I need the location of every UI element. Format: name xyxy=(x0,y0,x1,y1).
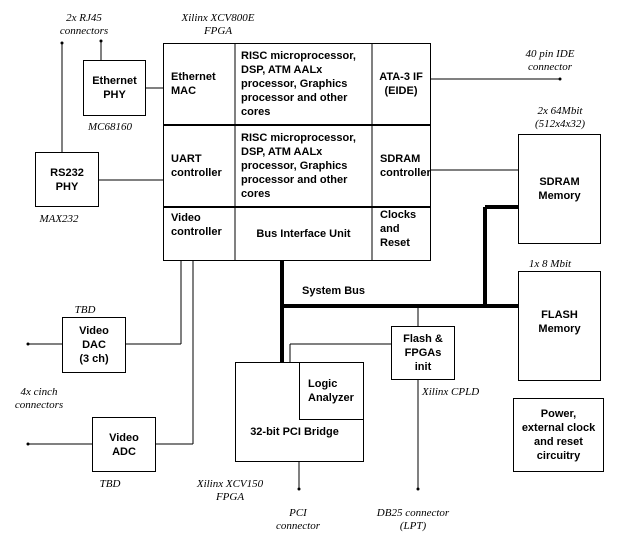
connector-dot-adc xyxy=(26,442,30,446)
ethernet-phy-block: Ethernet PHY xyxy=(83,60,146,116)
cell-uart: UART controller xyxy=(171,153,222,179)
note-xcv150: Xilinx XCV150 FPGA xyxy=(196,478,264,503)
note-ide: 40 pin IDE connector xyxy=(525,48,575,73)
note-pci-connector: PCI connector xyxy=(276,507,320,532)
cell-ata: ATA-3 IF (EIDE) xyxy=(379,71,423,97)
sdram-memory-block: SDRAM Memory xyxy=(518,134,601,244)
note-tbd-adc: TBD xyxy=(99,478,121,490)
cell-ethernet-mac: Ethernet MAC xyxy=(171,71,216,97)
video-adc-block: Video ADC xyxy=(92,417,156,472)
note-cinch: 4x cinch connectors xyxy=(14,386,64,411)
flash-init-block: Flash & FPGAs init xyxy=(391,326,455,380)
connector-dot-pci xyxy=(297,487,301,491)
connector-dot-db25 xyxy=(416,487,420,491)
fpga-block xyxy=(163,43,431,261)
connector-dot-rj45 xyxy=(99,39,103,43)
cell-clocks-reset: Clocks and Reset xyxy=(380,209,417,249)
rs232-phy-block: RS232 PHY xyxy=(35,152,99,207)
cell-risc-mid: RISC microprocessor, DSP, ATM AALx proce… xyxy=(241,132,356,200)
flash-memory-block: FLASH Memory xyxy=(518,271,601,381)
cell-bus-interface-unit: Bus Interface Unit xyxy=(256,227,351,240)
system-bus-label: System Bus xyxy=(302,285,365,297)
connector-dot-ide xyxy=(558,77,562,81)
note-cpld: Xilinx CPLD xyxy=(422,386,480,398)
cell-video-controller: Video controller xyxy=(171,212,222,238)
video-dac-block: Video DAC (3 ch) xyxy=(62,317,126,373)
power-block: Power, external clock and reset circuitr… xyxy=(513,398,604,472)
note-max232: MAX232 xyxy=(39,213,79,225)
logic-analyzer-block: Logic Analyzer xyxy=(299,362,364,420)
note-mc68160: MC68160 xyxy=(88,121,132,133)
note-fpga: Xilinx XCV800E FPGA xyxy=(181,12,255,37)
note-rj45: 2x RJ45 connectors xyxy=(59,12,109,37)
note-sdram-size: 2x 64Mbit (512x4x32) xyxy=(534,105,586,130)
connector-dot-dac xyxy=(26,342,30,346)
cell-sdram-controller: SDRAM controller xyxy=(380,153,431,179)
note-flash-size: 1x 8 Mbit xyxy=(528,258,572,270)
connector-dot-rj45-2 xyxy=(60,41,64,45)
cell-risc-top: RISC microprocessor, DSP, ATM AALx proce… xyxy=(241,50,356,118)
note-db25: DB25 connector (LPT) xyxy=(376,507,450,532)
note-tbd-dac: TBD xyxy=(74,304,96,316)
